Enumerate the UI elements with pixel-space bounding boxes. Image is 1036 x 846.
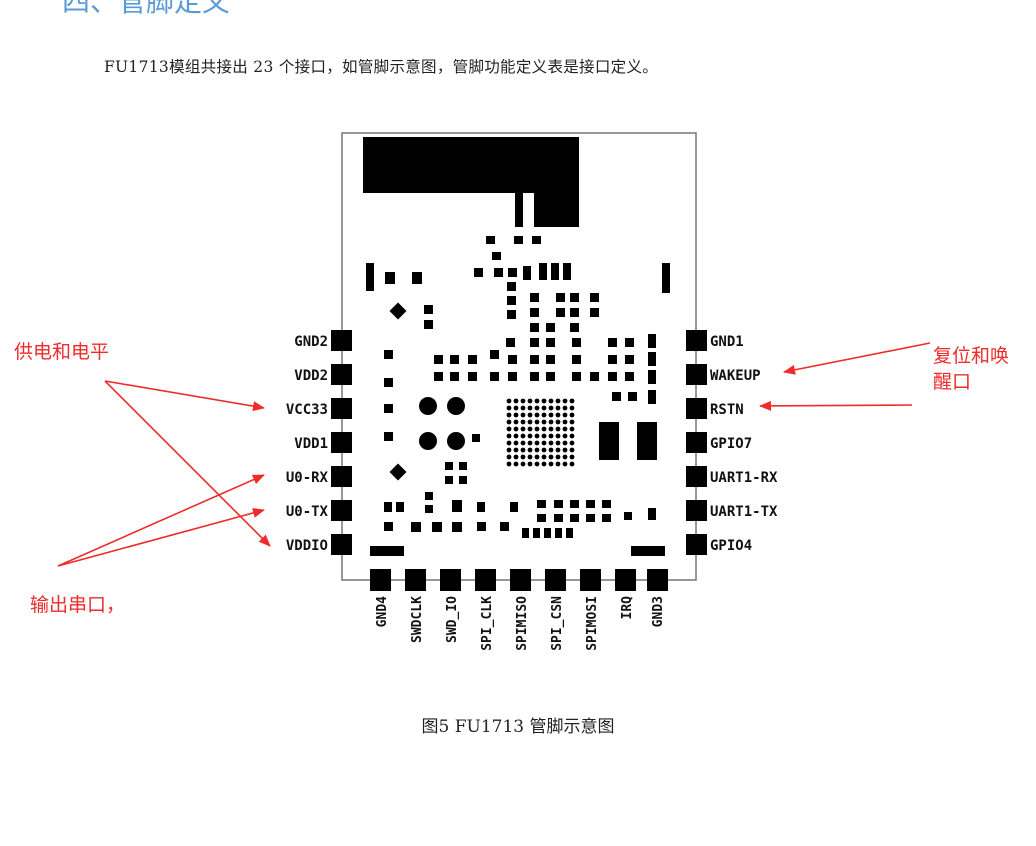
pad-bottom-spimiso bbox=[510, 569, 531, 591]
pad-bottom-gnd4 bbox=[370, 569, 391, 591]
annotation-serial: 输出串口， bbox=[30, 594, 125, 616]
pad-left-u0-rx bbox=[331, 466, 352, 487]
pad-left-vdd1 bbox=[331, 432, 352, 453]
pin-label-gnd3: GND3 bbox=[651, 596, 666, 627]
pad-bottom-swd-io bbox=[440, 569, 461, 591]
pad-right-uart1-rx bbox=[686, 466, 707, 487]
pad-bottom-irq bbox=[615, 569, 636, 591]
pin-label-spi-csn: SPI_CSN bbox=[550, 596, 565, 651]
pad-bottom-spi-csn bbox=[545, 569, 566, 591]
pin-label-gnd4: GND4 bbox=[375, 596, 390, 627]
pad-left-vcc33 bbox=[331, 398, 352, 419]
pad-bottom-gnd3 bbox=[647, 569, 668, 591]
pin-label-rstn: RSTN bbox=[710, 402, 744, 418]
pin-label-gnd1: GND1 bbox=[710, 334, 744, 350]
pad-left-vddio bbox=[331, 534, 352, 555]
pin-label-vddio: VDDIO bbox=[286, 538, 328, 554]
pin-label-spimosi: SPIMOSI bbox=[585, 596, 600, 651]
antenna-block bbox=[363, 137, 579, 227]
arrow-to-wakeup bbox=[783, 342, 931, 375]
pad-bottom-spi-clk bbox=[475, 569, 496, 591]
pad-right-gpio7 bbox=[686, 432, 707, 453]
pin-label-gpio7: GPIO7 bbox=[710, 436, 752, 452]
section-heading: 四、管脚定义 bbox=[62, 0, 231, 18]
pin-label-spi-clk: SPI_CLK bbox=[480, 596, 495, 651]
annotation-reset-wake-2: 醒口 bbox=[933, 371, 971, 393]
pad-right-wakeup bbox=[686, 364, 707, 385]
pin-label-gnd2: GND2 bbox=[294, 334, 328, 350]
pad-right-rstn bbox=[686, 398, 707, 419]
arrow-to-vcc33 bbox=[104, 380, 265, 412]
pin-label-u0-rx: U0-RX bbox=[286, 470, 329, 486]
annotation-power: 供电和电平 bbox=[14, 341, 109, 363]
pin-label-vdd2: VDD2 bbox=[294, 368, 328, 384]
pin-label-uart1-rx: UART1-RX bbox=[710, 470, 778, 486]
pin-label-gpio4: GPIO4 bbox=[710, 538, 752, 554]
pin-label-u0-tx: U0-TX bbox=[286, 504, 329, 520]
pin-label-swd-io: SWD_IO bbox=[445, 596, 460, 643]
pin-label-irq: IRQ bbox=[620, 596, 635, 620]
pad-bottom-spimosi bbox=[580, 569, 601, 591]
pin-label-spimiso: SPIMISO bbox=[515, 596, 530, 651]
figure-caption: 图5 FU1713 管脚示意图 bbox=[421, 717, 615, 737]
pin-label-swdclk: SWDCLK bbox=[410, 596, 425, 643]
pin-label-uart1-tx: UART1-TX bbox=[710, 504, 778, 520]
annotation-reset-wake-1: 复位和唤 bbox=[933, 345, 1009, 367]
pad-bottom-swdclk bbox=[405, 569, 426, 591]
pin-label-vcc33: VCC33 bbox=[286, 402, 328, 418]
pad-left-gnd2 bbox=[331, 330, 352, 351]
arrow-to-u0-rx bbox=[57, 474, 265, 567]
pad-right-uart1-tx bbox=[686, 500, 707, 521]
pin-label-vdd1: VDD1 bbox=[294, 436, 328, 452]
arrow-to-rstn bbox=[759, 400, 913, 411]
pad-left-u0-tx bbox=[331, 500, 352, 521]
pin-label-wakeup: WAKEUP bbox=[710, 368, 761, 384]
arrow-to-vddio bbox=[104, 380, 271, 547]
bga-grid bbox=[506, 398, 575, 467]
pad-left-vdd2 bbox=[331, 364, 352, 385]
intro-paragraph: FU1713模组共接出 23 个接口，如管脚示意图，管脚功能定义表是接口定义。 bbox=[104, 58, 659, 76]
pad-right-gnd1 bbox=[686, 330, 707, 351]
arrow-to-u0-tx bbox=[57, 508, 265, 567]
module-components bbox=[366, 236, 670, 556]
pad-right-gpio4 bbox=[686, 534, 707, 555]
